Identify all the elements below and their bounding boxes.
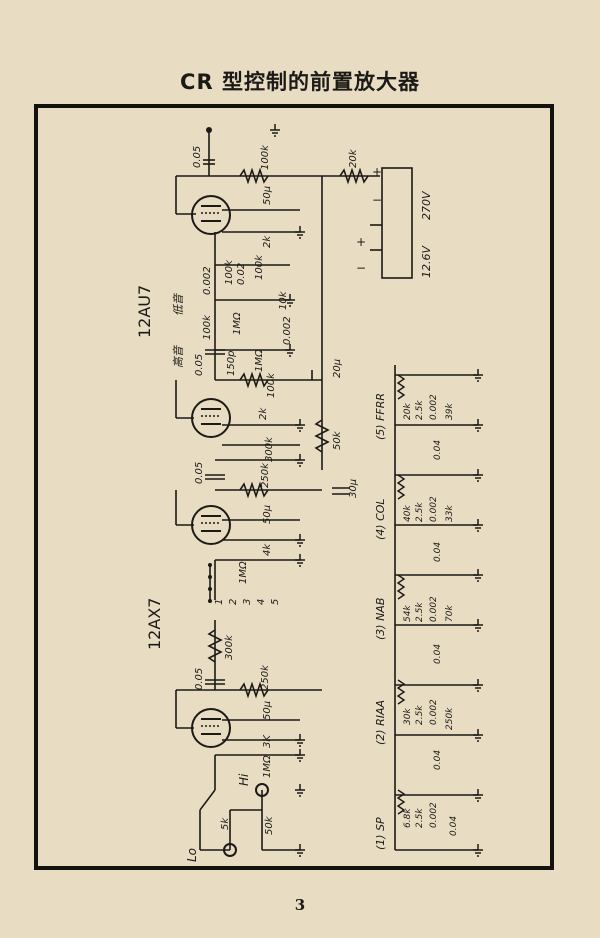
eq4-r1: 40k [403,505,413,522]
label-r-1m-3: 1MΩ [238,561,249,584]
label-c-005-4: 0.05 [194,668,205,690]
eq5-c1: 0.002 [429,394,439,420]
label-r-250k-1: 250k [260,462,271,488]
label-r-1m-2: 1MΩ [254,349,265,372]
label-c-002: 0.02 [236,263,247,285]
label-hi: Hi [237,773,251,786]
label-c-005-1: 0.05 [192,146,203,168]
eq-label-ffrr: (5) FFRR [374,393,387,440]
eq2-r2: 2.5k [415,705,425,725]
selector-pos-4: 4 [256,599,267,605]
label-c-0002-2: 0.002 [282,316,293,345]
eq4-c1: 0.002 [429,496,439,522]
eq1-c2: 0.04 [449,816,459,836]
eq2-c1: 0.002 [429,699,439,725]
eq5-r2: 2.5k [415,400,425,420]
schematic-frame [34,104,554,870]
minus-label: − [372,193,382,207]
label-r-50k-1: 50k [332,430,343,450]
label-c-005-3: 0.05 [194,462,205,484]
eq3-c2: 0.04 [433,644,443,664]
plus-label: + [372,165,382,179]
tube-label-12au7: 12AU7 [135,285,154,338]
eq-label-nab: (3) NAB [374,598,387,640]
eq3-c1: 0.002 [429,596,439,622]
eq5-r1: 20k [403,403,413,420]
label-c-30u: 30μ [348,479,359,498]
eq1-r1: 6.8k [403,808,413,828]
eq-label-riaa: (2) RIAA [374,700,387,745]
eq1-r2: 2.5k [415,808,425,828]
eq4-r3: 33k [445,505,455,522]
label-c-50u-1: 50μ [262,186,273,205]
label-r-100k-4: 100k [202,314,213,340]
label-r-4k: 4k [262,543,273,556]
label-r-3k: 3K [262,734,273,748]
label-r-1m-1: 1MΩ [232,312,243,335]
bass-label: 低音 [172,293,185,316]
page-number: 3 [294,896,306,914]
label-r-100k-2: 100k [224,259,235,285]
label-r-50k-2: 50k [264,815,275,835]
label-c-0002-1: 0.002 [202,266,213,295]
label-r-10k: 10k [278,290,289,310]
label-r-2k-2: 2k [258,407,269,420]
eq4-r2: 2.5k [415,502,425,522]
treble-label: 高音 [172,345,185,368]
eq-label-sp: (1) SP [374,817,387,850]
eq2-c2: 0.04 [433,750,443,770]
selector-pos-5: 5 [270,599,281,605]
eq4-c2: 0.04 [433,542,443,562]
plus-label-2: + [356,235,366,249]
label-c-20u: 20μ [332,359,343,378]
eq5-c2: 0.04 [433,440,443,460]
eq2-r1: 30k [403,708,413,725]
page-title: CR 型控制的前置放大器 [180,70,420,94]
label-c-150p: 150p [226,351,237,376]
voltage-12-6v: 12.6V [420,245,433,278]
label-r-100k-5: 100k [266,372,277,398]
selector-pos-1: 1 [214,599,225,605]
eq3-r2: 2.5k [415,602,425,622]
eq-label-col: (4) COL [374,498,387,540]
label-r-1m-4: 1MΩ [262,755,273,778]
selector-pos-3: 3 [242,599,253,605]
minus-label-2: − [356,261,366,275]
label-r-100k-1: 100k [260,144,271,170]
label-r-20k: 20k [348,148,359,168]
label-r-300k: 300k [264,436,275,462]
label-c-50u-2: 50μ [262,505,273,524]
voltage-270v: 270V [420,190,433,220]
eq1-c1: 0.002 [429,802,439,828]
label-r-100k-3: 100k [254,254,265,280]
label-lo: Lo [185,848,199,862]
eq5-r3: 39k [445,403,455,420]
label-r-300k-2: 300k [224,634,235,660]
eq2-r3: 250k [445,707,455,730]
label-c-50u-3: 50μ [262,701,273,720]
tube-label-12ax7: 12AX7 [145,598,164,650]
label-r-250k-2: 250k [260,664,271,690]
label-c-005-2: 0.05 [194,354,205,376]
label-r-2k-1: 2k [262,235,273,248]
selector-pos-2: 2 [228,599,239,605]
eq3-r3: 70k [445,605,455,622]
label-r-5k: 5k [220,817,231,830]
eq3-r1: 54k [403,605,413,622]
